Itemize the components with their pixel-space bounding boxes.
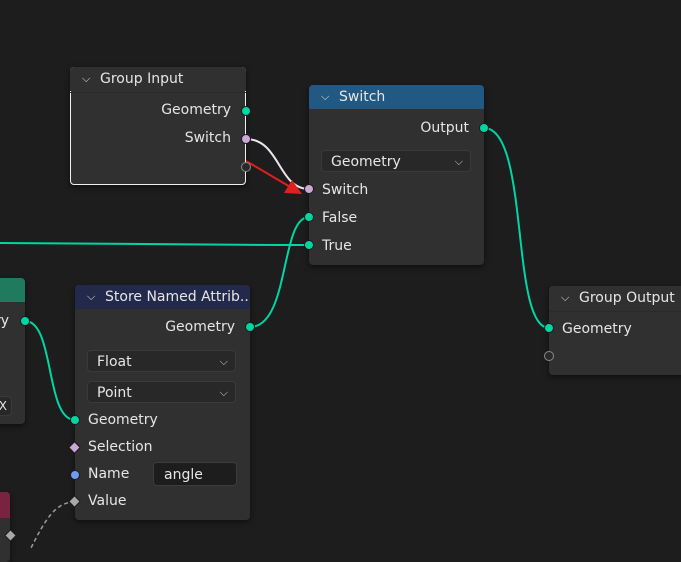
group-output-header[interactable]: ⌵ Group Output [549,286,681,310]
link-value-incoming[interactable] [29,501,76,550]
data-type-value: Float [97,354,132,370]
store-input-name-socket[interactable] [70,470,80,480]
link-switch-to-switch[interactable] [245,138,310,190]
switch-type-value: Geometry [331,154,401,170]
group-output-empty-socket[interactable] [544,351,554,361]
group-output-title: Group Output [579,290,675,306]
switch-type-dropdown[interactable]: Geometry ⌵ [321,150,471,172]
name-input-value: angle [164,467,203,483]
group-output-input-label: Geometry [562,321,632,337]
group-input-header[interactable]: ⌵ Group Input [70,67,246,91]
store-named-attribute-header[interactable]: ⌵ Store Named Attrib... [75,285,250,309]
output-label-switch: Switch [184,130,231,146]
domain-value: Point [97,385,132,401]
store-named-attribute-title: Store Named Attrib... [105,289,250,305]
group-output-geometry-socket[interactable] [544,323,554,333]
switch-input-label-false: False [322,210,358,226]
store-named-attribute-node[interactable]: ⌵ Store Named Attrib... Geometry Float ⌵… [75,285,250,520]
switch-output-label: Output [420,120,469,136]
store-output-geometry-socket[interactable] [245,322,255,332]
store-input-label-value: Value [88,493,127,509]
left-partial-output-label: ry [0,313,9,329]
left-partial-button[interactable]: X [0,396,12,416]
bottom-left-partial-node[interactable] [0,492,10,562]
group-output-node[interactable]: ⌵ Group Output Geometry [549,286,681,375]
store-output-label: Geometry [165,319,235,335]
switch-true-socket[interactable] [304,240,314,250]
left-partial-output-socket[interactable] [20,316,30,326]
group-input-node[interactable]: ⌵ Group Input Geometry Switch [70,67,246,185]
data-type-dropdown[interactable]: Float ⌵ [87,350,236,372]
chevron-down-icon[interactable]: ⌵ [321,90,330,103]
output-label-geometry: Geometry [161,102,231,118]
link-output-to-group-output[interactable] [483,127,550,329]
group-input-title: Group Input [100,71,184,87]
switch-header[interactable]: ⌵ Switch [309,85,484,109]
group-input-switch-socket[interactable] [241,134,251,144]
group-input-geometry-socket[interactable] [241,106,251,116]
chevron-down-icon: ⌵ [219,386,228,399]
switch-input-label-true: True [322,238,352,254]
link-incoming-to-true[interactable] [0,242,309,246]
left-partial-node-header[interactable] [0,278,25,302]
group-input-empty-socket[interactable] [241,162,251,172]
chevron-down-icon[interactable]: ⌵ [87,290,96,303]
store-input-label-selection: Selection [88,439,153,455]
store-input-label-name: Name [88,466,130,482]
store-input-geometry-socket[interactable] [70,415,80,425]
chevron-down-icon: ⌵ [219,355,228,368]
switch-title: Switch [339,89,386,105]
switch-switch-socket[interactable] [304,184,314,194]
chevron-down-icon: ⌵ [454,155,463,168]
annotation-arrow-head [284,180,302,194]
switch-node[interactable]: ⌵ Switch Output Geometry ⌵ Switch False … [309,85,484,265]
bottom-left-partial-node-header[interactable] [0,492,10,518]
chevron-down-icon[interactable]: ⌵ [561,291,570,304]
switch-false-socket[interactable] [304,212,314,222]
switch-output-socket[interactable] [479,123,489,133]
left-partial-node[interactable]: ry X [0,278,25,424]
left-partial-button-label: X [0,399,7,413]
link-store-geometry-to-false[interactable] [249,216,310,328]
name-input-field[interactable]: angle [153,462,237,486]
chevron-down-icon[interactable]: ⌵ [82,72,91,85]
store-input-label-geometry: Geometry [88,412,158,428]
switch-input-label-switch: Switch [322,182,369,198]
link-left-geometry-to-store[interactable] [24,320,76,421]
domain-dropdown[interactable]: Point ⌵ [87,381,236,403]
